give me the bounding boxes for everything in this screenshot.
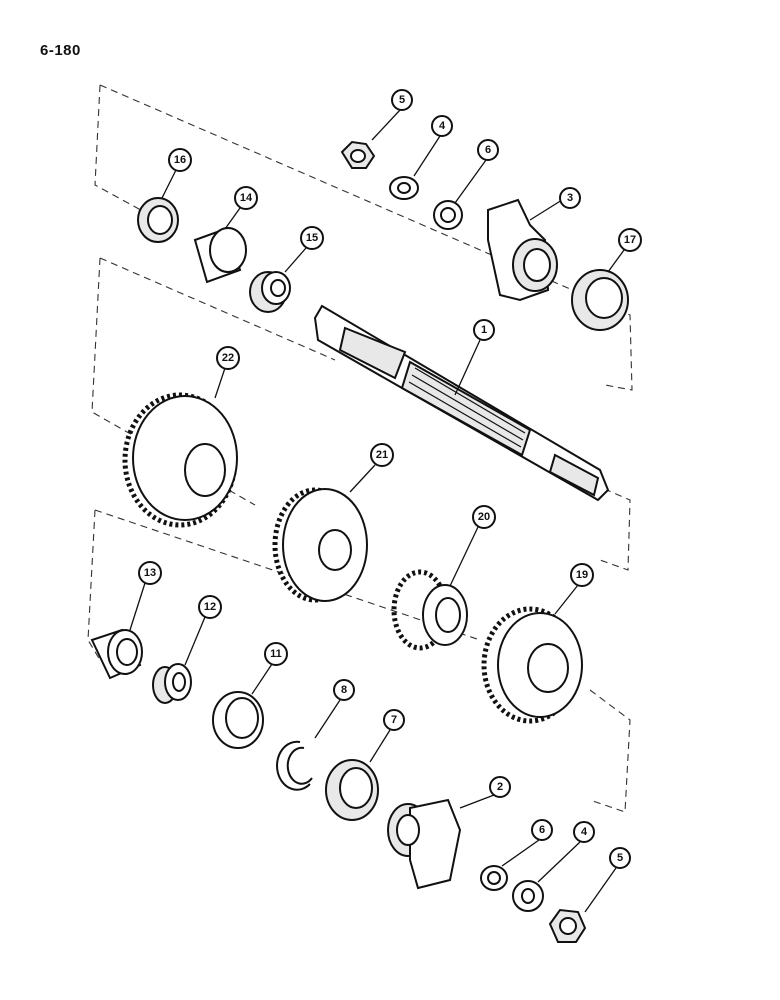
svg-text:5: 5	[399, 94, 405, 106]
bearing-cup-11	[212, 691, 264, 749]
callout-15: 15	[300, 226, 324, 250]
bearing-cone-12	[152, 663, 192, 704]
callout-4-bottom: 4	[573, 821, 595, 843]
callout-19: 19	[570, 563, 594, 587]
svg-text:13: 13	[144, 567, 156, 579]
seal-17	[571, 269, 629, 331]
callout-5-top: 5	[391, 89, 413, 111]
snap-ring-8	[276, 740, 313, 791]
svg-text:14: 14	[240, 192, 253, 204]
bearing-cone-15	[249, 271, 291, 313]
shim-bottom	[480, 865, 508, 891]
yoke-bottom	[387, 798, 462, 890]
svg-text:6: 6	[485, 144, 491, 156]
callout-8: 8	[333, 679, 355, 701]
callout-6-bottom: 6	[531, 819, 553, 841]
bottom-group-outline	[87, 509, 631, 813]
svg-text:7: 7	[391, 714, 397, 726]
hex-nut-bottom	[548, 908, 587, 943]
callout-20: 20	[472, 505, 496, 529]
svg-text:22: 22	[222, 352, 234, 364]
callout-5-bottom: 5	[609, 847, 631, 869]
callout-12: 12	[198, 595, 222, 619]
seal-7	[325, 759, 379, 821]
svg-text:4: 4	[439, 120, 446, 132]
gear-22	[122, 392, 238, 528]
callout-21: 21	[370, 443, 394, 467]
svg-text:15: 15	[306, 232, 318, 244]
svg-text:5: 5	[617, 852, 623, 864]
svg-text:8: 8	[341, 684, 347, 696]
coupler-20	[391, 569, 468, 651]
callout-2: 2	[489, 776, 511, 798]
svg-text:4: 4	[581, 826, 588, 838]
washer-top	[389, 176, 419, 200]
svg-text:20: 20	[478, 511, 490, 523]
callout-22: 22	[216, 346, 240, 370]
svg-text:16: 16	[174, 154, 186, 166]
hex-nut-top	[340, 140, 376, 169]
callout-17: 17	[618, 228, 642, 252]
callout-1: 1	[473, 319, 495, 341]
callout-4-top: 4	[431, 115, 453, 137]
svg-text:21: 21	[376, 449, 388, 461]
top-group-outline	[94, 84, 633, 391]
svg-text:2: 2	[497, 781, 503, 793]
page-number: 6-180	[40, 42, 81, 59]
washer-bottom	[512, 880, 544, 912]
main-shaft	[313, 304, 610, 502]
bearing-cup-13	[90, 628, 143, 680]
svg-text:11: 11	[270, 648, 282, 660]
callout-7: 7	[383, 709, 405, 731]
callout-6-top: 6	[477, 139, 499, 161]
svg-text:3: 3	[567, 192, 573, 204]
shim-top	[433, 200, 463, 230]
seal-16	[137, 197, 179, 243]
svg-text:19: 19	[576, 569, 588, 581]
svg-text:1: 1	[481, 324, 487, 336]
callout-11: 11	[264, 642, 288, 666]
yoke-top	[487, 198, 558, 302]
callout-14: 14	[234, 186, 258, 210]
bearing-cup-14	[193, 226, 247, 284]
callout-16: 16	[168, 148, 192, 172]
gear-19	[481, 606, 583, 724]
callout-3: 3	[559, 187, 581, 209]
svg-text:12: 12	[204, 601, 216, 613]
svg-text:6: 6	[539, 824, 545, 836]
callout-13: 13	[138, 561, 162, 585]
leader-lines	[129, 109, 625, 913]
gear-21	[272, 487, 368, 603]
svg-text:17: 17	[624, 234, 636, 246]
